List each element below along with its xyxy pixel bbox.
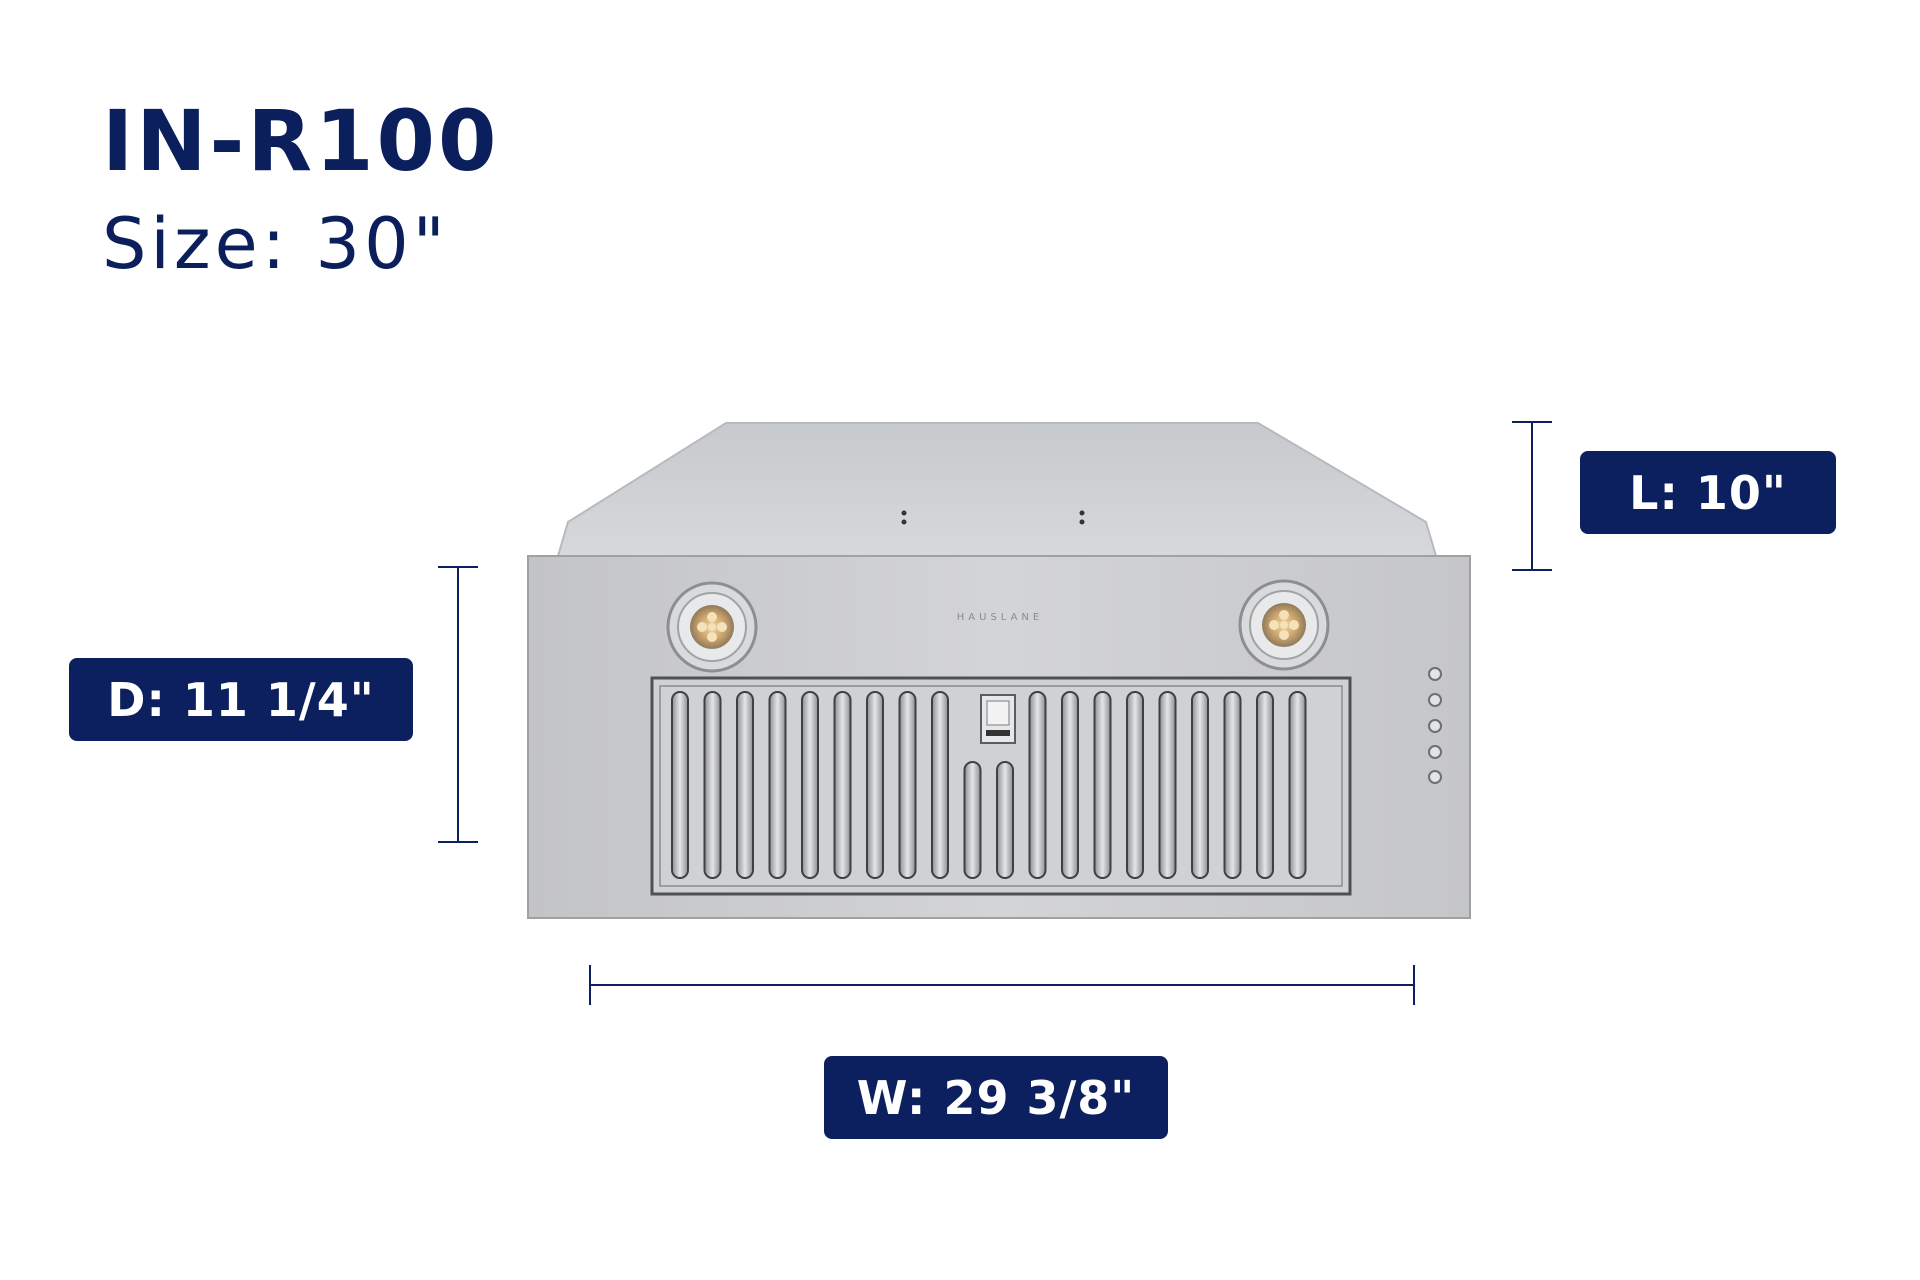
- filter-slot: [1288, 691, 1307, 879]
- filter-slot: [1093, 691, 1112, 879]
- hood-top-housing: [556, 422, 1438, 557]
- control-button: [1428, 770, 1442, 784]
- length-badge: L: 10": [1580, 451, 1836, 534]
- width-dimension-line: [589, 965, 1415, 1005]
- screw-dot: [901, 510, 907, 516]
- filter-slot: [1028, 691, 1047, 879]
- control-button: [1428, 745, 1442, 759]
- screw-dot: [901, 519, 907, 525]
- control-buttons: [1428, 667, 1442, 784]
- filter-slot: [671, 691, 689, 879]
- filter-slot: [963, 761, 982, 879]
- depth-badge: D: 11 1/4": [69, 658, 413, 741]
- control-button: [1428, 719, 1442, 733]
- filter-slot: [768, 691, 787, 879]
- width-badge: W: 29 3/8": [824, 1056, 1168, 1139]
- screw-dot: [1079, 519, 1085, 525]
- filter-slot: [1191, 691, 1209, 879]
- filter-slot: [1126, 691, 1144, 879]
- size-label: Size: 30": [102, 203, 449, 285]
- control-button: [1428, 693, 1442, 707]
- filter-slot: [801, 691, 819, 879]
- filter-slot: [866, 691, 884, 879]
- filter-slot: [703, 691, 722, 879]
- filter-slot: [1158, 691, 1177, 879]
- right-light-icon: [1238, 579, 1330, 671]
- filter-slot: [898, 691, 917, 879]
- filter-slot: [1223, 691, 1242, 879]
- filter-slot: [996, 761, 1014, 879]
- screw-dot: [1079, 510, 1085, 516]
- filter-slot: [736, 691, 754, 879]
- filter-slot: [1256, 691, 1274, 879]
- filter-slot: [1061, 691, 1079, 879]
- length-dimension-line: [1512, 421, 1552, 571]
- brand-logo: HAUSLANE: [957, 612, 1043, 623]
- model-title: IN-R100: [102, 92, 500, 190]
- depth-dimension-line: [438, 566, 478, 843]
- control-button: [1428, 667, 1442, 681]
- filter-slot: [833, 691, 852, 879]
- filter-slot: [931, 691, 949, 879]
- baffle-filter: [650, 676, 1352, 896]
- left-light-icon: [666, 581, 758, 673]
